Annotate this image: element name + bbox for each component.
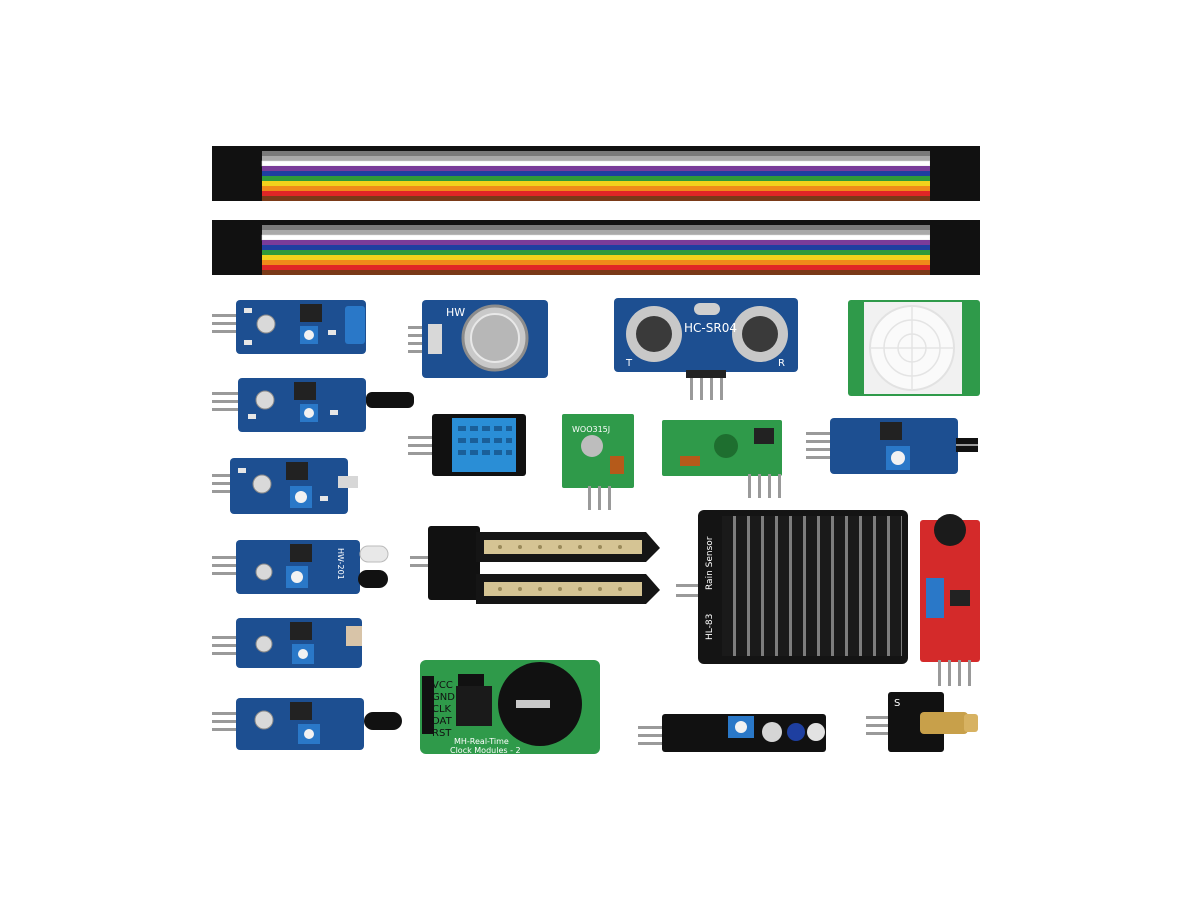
rain-sensor-board: Rain Sensor HL-83 (676, 510, 908, 664)
rain-sensor-label: Rain Sensor (705, 536, 715, 590)
sound-sensor-module (212, 300, 366, 354)
dht11-temperature-humidity-module (408, 414, 526, 476)
ribbon-wire (262, 245, 930, 250)
ribbon-wire (262, 181, 930, 186)
soil-moisture-sensor (410, 526, 660, 604)
rtc-pin-labels: VCC GND CLK DAT RST (432, 680, 455, 739)
rtc-pin-dat: DAT (432, 716, 453, 727)
rtc-pin-clk: CLK (432, 704, 452, 715)
ribbon-wire (262, 176, 930, 181)
laser-s-label: S (894, 698, 900, 709)
ribbon-connector-left (212, 220, 262, 275)
light-sensor-module (212, 618, 362, 668)
rtc-subtitle: Clock Modules - 2 (450, 746, 521, 755)
rf-receiver-module (662, 420, 782, 498)
laser-module: S (866, 692, 978, 752)
gas-sensor-module: HW (408, 300, 548, 378)
flame-sensor-label: HW-201 (336, 548, 345, 580)
ribbon-wire (262, 250, 930, 255)
ribbon-wire (262, 171, 930, 176)
rf-transmitter-module: WOO315J (562, 414, 634, 510)
ultrasonic-sensor-module: HC-SR04 T R (614, 298, 798, 400)
ribbon-wire (262, 255, 930, 260)
ribbon-wire (262, 186, 930, 191)
ribbon-wire (262, 146, 930, 151)
ultrasonic-r-label: R (778, 358, 785, 369)
line-tracking-module (638, 714, 826, 752)
ir-obstacle-sensor-module (212, 698, 402, 750)
ribbon-wire (262, 225, 930, 230)
rtc-pin-rst: RST (432, 728, 452, 739)
ribbon-wire (262, 230, 930, 235)
rtc-pin-vcc: VCC (432, 680, 453, 691)
ribbon-connector-right (930, 220, 980, 275)
rf-tx-label: WOO315J (572, 425, 610, 434)
microphone-sound-module (920, 514, 980, 686)
flame-sensor-module-1 (212, 378, 414, 432)
ribbon-wire (262, 151, 930, 156)
ribbon-wire (262, 270, 930, 275)
rtc-clock-module: VCC GND CLK DAT RST MH-Real-Time Clock M… (420, 660, 600, 755)
rain-model-label: HL-83 (705, 614, 715, 640)
ribbon-wire (262, 240, 930, 245)
ribbon-wire (261, 160, 931, 167)
ribbon-wire (261, 234, 931, 241)
ribbon-connector-right (930, 146, 980, 201)
ribbon-connector-left (212, 146, 262, 201)
flame-sensor-module-2: HW-201 (212, 540, 389, 594)
ribbon-wire (262, 166, 930, 171)
hall-sensor-module (806, 418, 978, 474)
ribbon-wire (262, 260, 930, 265)
dupont-ribbon-cable-bottom (212, 220, 980, 275)
pir-motion-sensor-module (848, 300, 980, 396)
rtc-title: MH-Real-Time (454, 737, 509, 746)
ultrasonic-t-label: T (625, 358, 633, 369)
ribbon-wire (262, 196, 930, 201)
photoresistor-module (212, 458, 358, 514)
ribbon-wire (262, 265, 930, 270)
rtc-pin-gnd: GND (432, 692, 455, 703)
ribbon-wire (262, 156, 930, 161)
ribbon-wire (262, 220, 930, 225)
ultrasonic-label: HC-SR04 (684, 321, 737, 335)
ribbon-wire (262, 191, 930, 196)
gas-sensor-label: HW (446, 306, 465, 319)
dupont-ribbon-cable-top (212, 146, 980, 201)
